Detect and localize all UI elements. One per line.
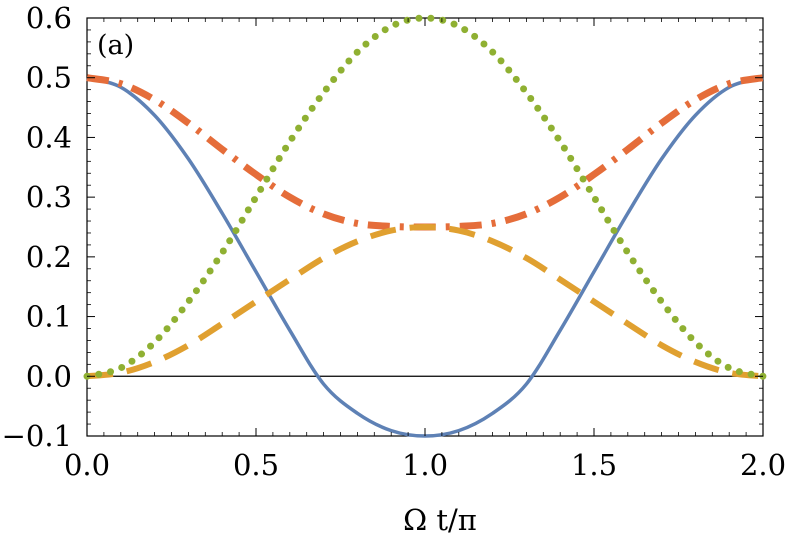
series-line-dotted <box>83 14 767 380</box>
y-tick-label: 0.6 <box>26 1 72 35</box>
y-tick-label: −0.1 <box>2 419 72 453</box>
y-tick-label: 0.4 <box>26 120 72 154</box>
ticks-layer <box>86 17 764 437</box>
x-tick-label: 1.5 <box>571 448 617 482</box>
x-tick-label: 0.0 <box>64 448 110 482</box>
x-tick-label: 1.0 <box>402 448 448 482</box>
series-layer <box>83 14 767 438</box>
x-tick-label: 0.5 <box>233 448 279 482</box>
y-tick-label: 0.5 <box>26 61 72 95</box>
y-tick-label: 0.2 <box>26 240 72 274</box>
y-tick-label: 0.0 <box>26 359 72 393</box>
y-tick-label: 0.3 <box>26 180 72 214</box>
y-tick-label: 0.1 <box>26 300 72 334</box>
panel-label: (a) <box>97 30 134 61</box>
series-line-dashed <box>86 224 764 380</box>
series-line-dash-dot <box>86 74 764 231</box>
x-tick-label: 2.0 <box>740 448 786 482</box>
x-axis-title: Ω t/π <box>403 503 477 537</box>
series-line-solid <box>86 76 764 438</box>
